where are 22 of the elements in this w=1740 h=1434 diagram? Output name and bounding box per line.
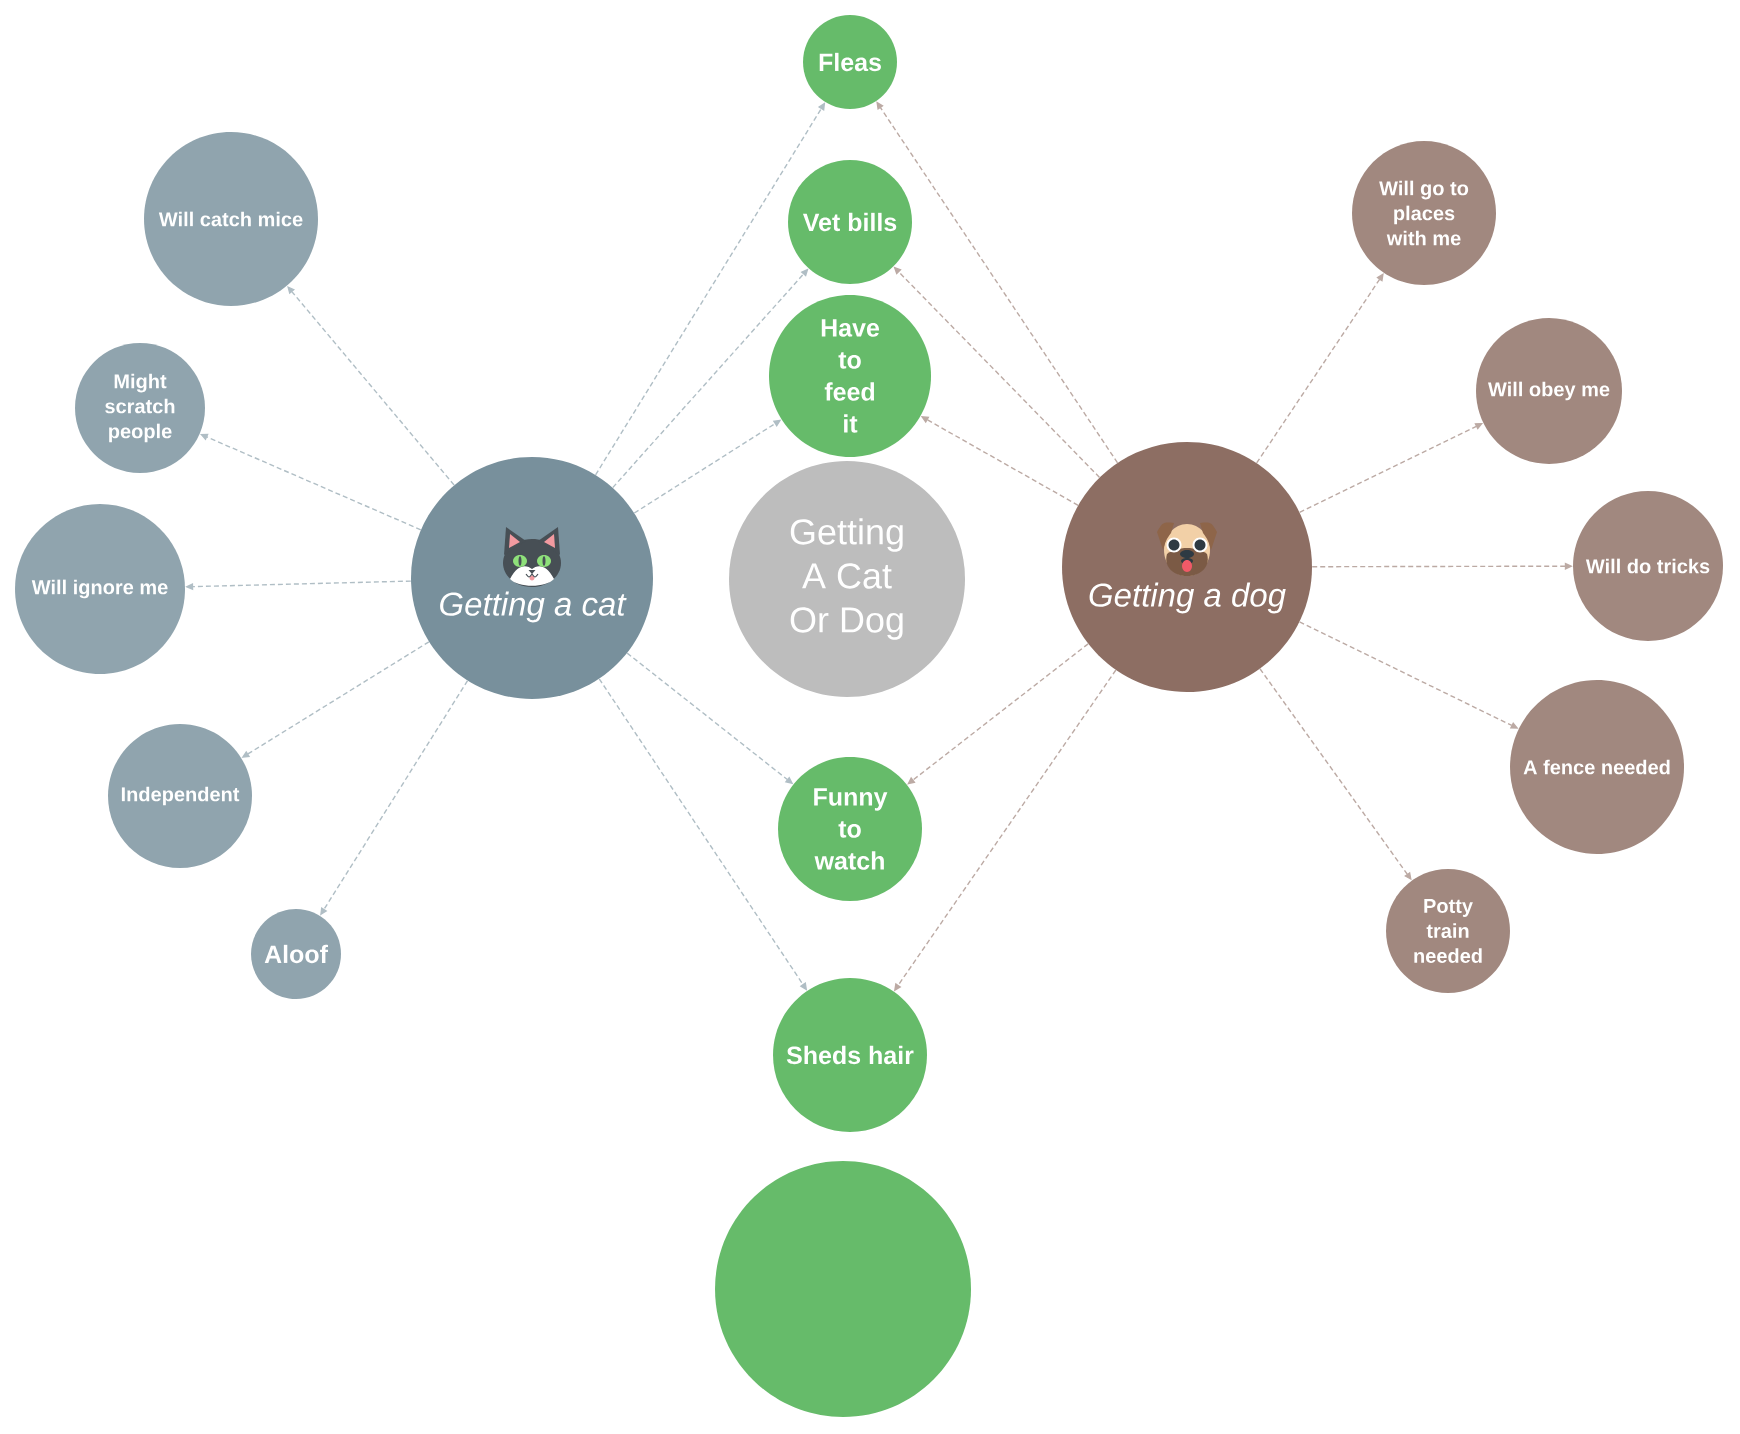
topic-bubble: Getting a dog [1062, 442, 1312, 692]
topic-bubble: Will obey me [1476, 318, 1622, 464]
topic-bubble: Independent [108, 724, 252, 868]
topic-bubble: Have to feed it [769, 295, 931, 457]
topic-bubble: Vet bills [788, 160, 912, 284]
topic-bubble: Will go to places with me [1352, 141, 1496, 285]
topic-bubble: Will catch mice [144, 132, 318, 306]
topic-bubble: Funny to watch [778, 757, 922, 901]
topic-bubble: Getting A Cat Or Dog [729, 461, 965, 697]
topic-bubble: Sheds hair [773, 978, 927, 1132]
topic-bubble: Aloof [251, 909, 341, 999]
topic-bubble: Might scratch people [75, 343, 205, 473]
topic-bubble: A fence needed [1510, 680, 1684, 854]
topic-bubble: Potty train needed [1386, 869, 1510, 993]
arrow [594, 102, 826, 476]
topic-bubble: Will ignore me [15, 504, 185, 674]
topic-bubble: Fleas [803, 15, 897, 109]
topic-bubble: Will do tricks [1573, 491, 1723, 641]
arrow [1255, 273, 1384, 464]
empty-bubble [715, 1161, 971, 1417]
topic-bubble: Getting a cat [411, 457, 653, 699]
arrow [907, 643, 1089, 785]
